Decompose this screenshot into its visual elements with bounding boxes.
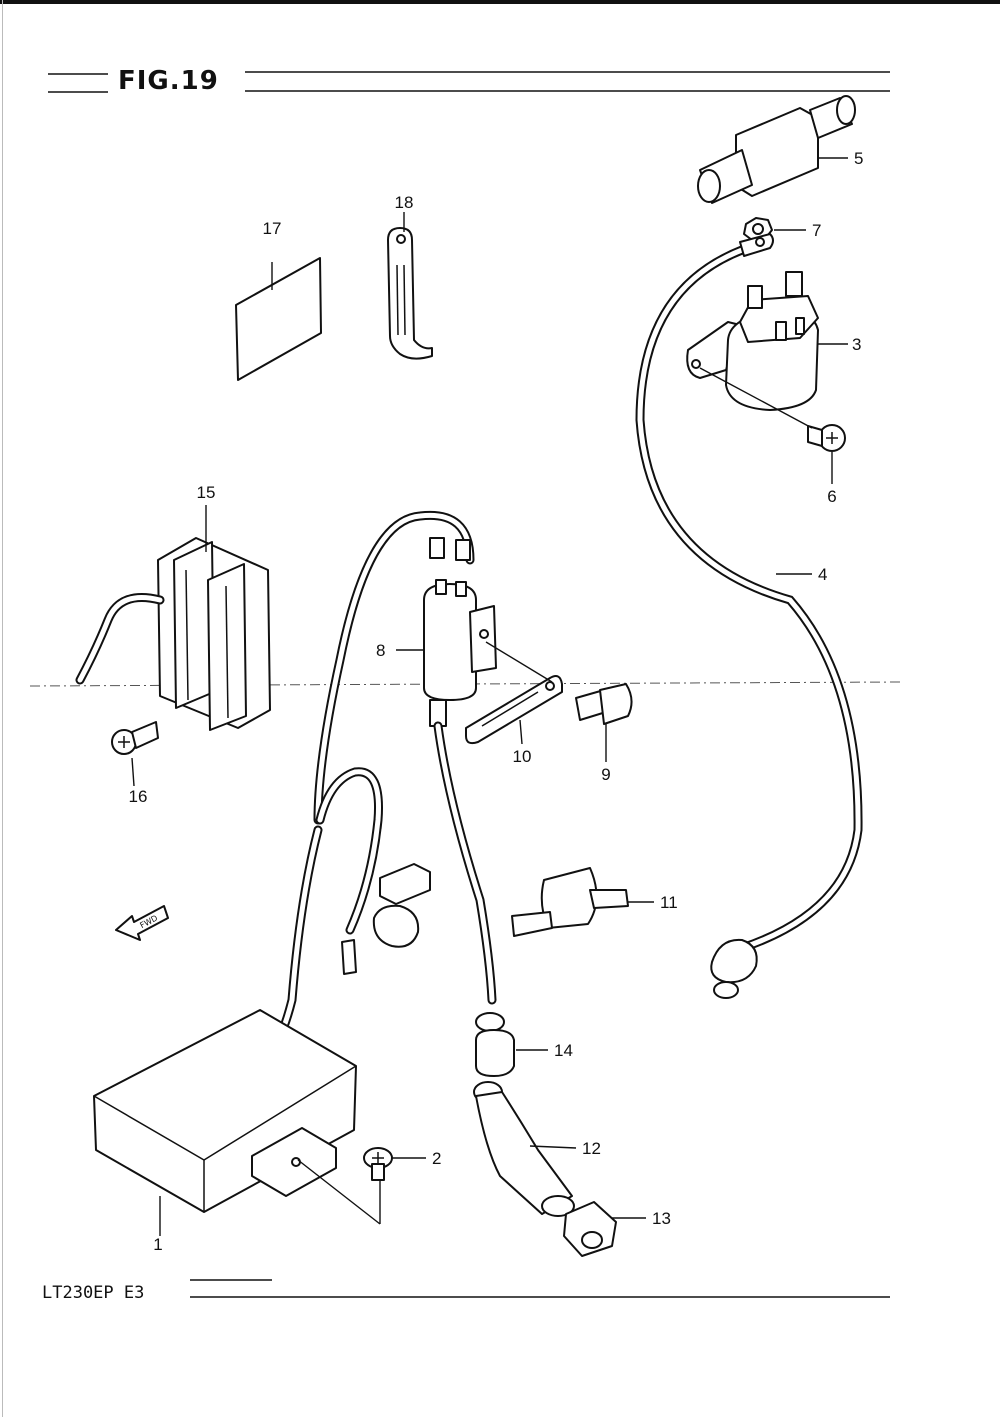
callout-2: 2 <box>432 1149 441 1168</box>
callout-11: 11 <box>660 893 678 912</box>
callout-10: 10 <box>513 747 532 766</box>
callout-16: 16 <box>129 787 148 806</box>
fwd-arrow-icon: FWD <box>115 905 169 941</box>
callout-numbers: 1 2 3 4 5 6 7 8 9 10 11 12 13 14 15 16 1… <box>129 149 864 1254</box>
callout-7: 7 <box>812 221 821 240</box>
footer-rules <box>190 1279 890 1298</box>
part-5-connector <box>697 95 856 204</box>
part-12-plug-cap <box>473 1081 575 1217</box>
part-11-clamp <box>511 867 629 937</box>
part-10-bracket <box>465 675 563 745</box>
part-17-label-sheet <box>235 257 322 381</box>
header-rules <box>48 71 890 93</box>
callout-17: 17 <box>263 219 282 238</box>
callout-3: 3 <box>852 335 861 354</box>
part-14-grommet <box>475 1012 515 1077</box>
part-9-bolt <box>575 683 633 725</box>
part-13-cap <box>563 1201 617 1257</box>
callout-4: 4 <box>818 565 827 584</box>
part-18-clamp <box>387 227 433 360</box>
callout-9: 9 <box>601 765 610 784</box>
callout-14: 14 <box>554 1041 573 1060</box>
callout-12: 12 <box>582 1139 601 1158</box>
cdi-mount-leads <box>297 1159 381 1225</box>
callout-13: 13 <box>652 1209 671 1228</box>
figure-title: FIG.19 <box>118 66 219 96</box>
left-border <box>2 0 3 1417</box>
part-16-screw <box>111 721 159 755</box>
callout-1: 1 <box>153 1235 162 1254</box>
callout-6: 6 <box>827 487 836 506</box>
cdi-harness <box>265 767 431 1055</box>
top-border <box>0 0 1000 4</box>
part-8-ignition-coil <box>313 510 497 1005</box>
part-15-rectifier <box>75 537 271 731</box>
callout-15: 15 <box>197 483 216 502</box>
callout-18: 18 <box>395 193 414 212</box>
model-code: LT230EP E3 <box>42 1283 145 1303</box>
callout-8: 8 <box>376 641 385 660</box>
part-1-cdi-unit <box>93 1009 357 1213</box>
part-2-screw <box>363 1147 393 1181</box>
part-3-starter-relay <box>686 271 819 411</box>
coil-bracket-axis <box>485 641 553 683</box>
leader-lines <box>131 157 848 1236</box>
relay-screw-axis <box>699 367 813 429</box>
part-6-screw <box>807 424 846 452</box>
part-4-battery-cable <box>635 233 863 999</box>
callout-5: 5 <box>854 149 863 168</box>
